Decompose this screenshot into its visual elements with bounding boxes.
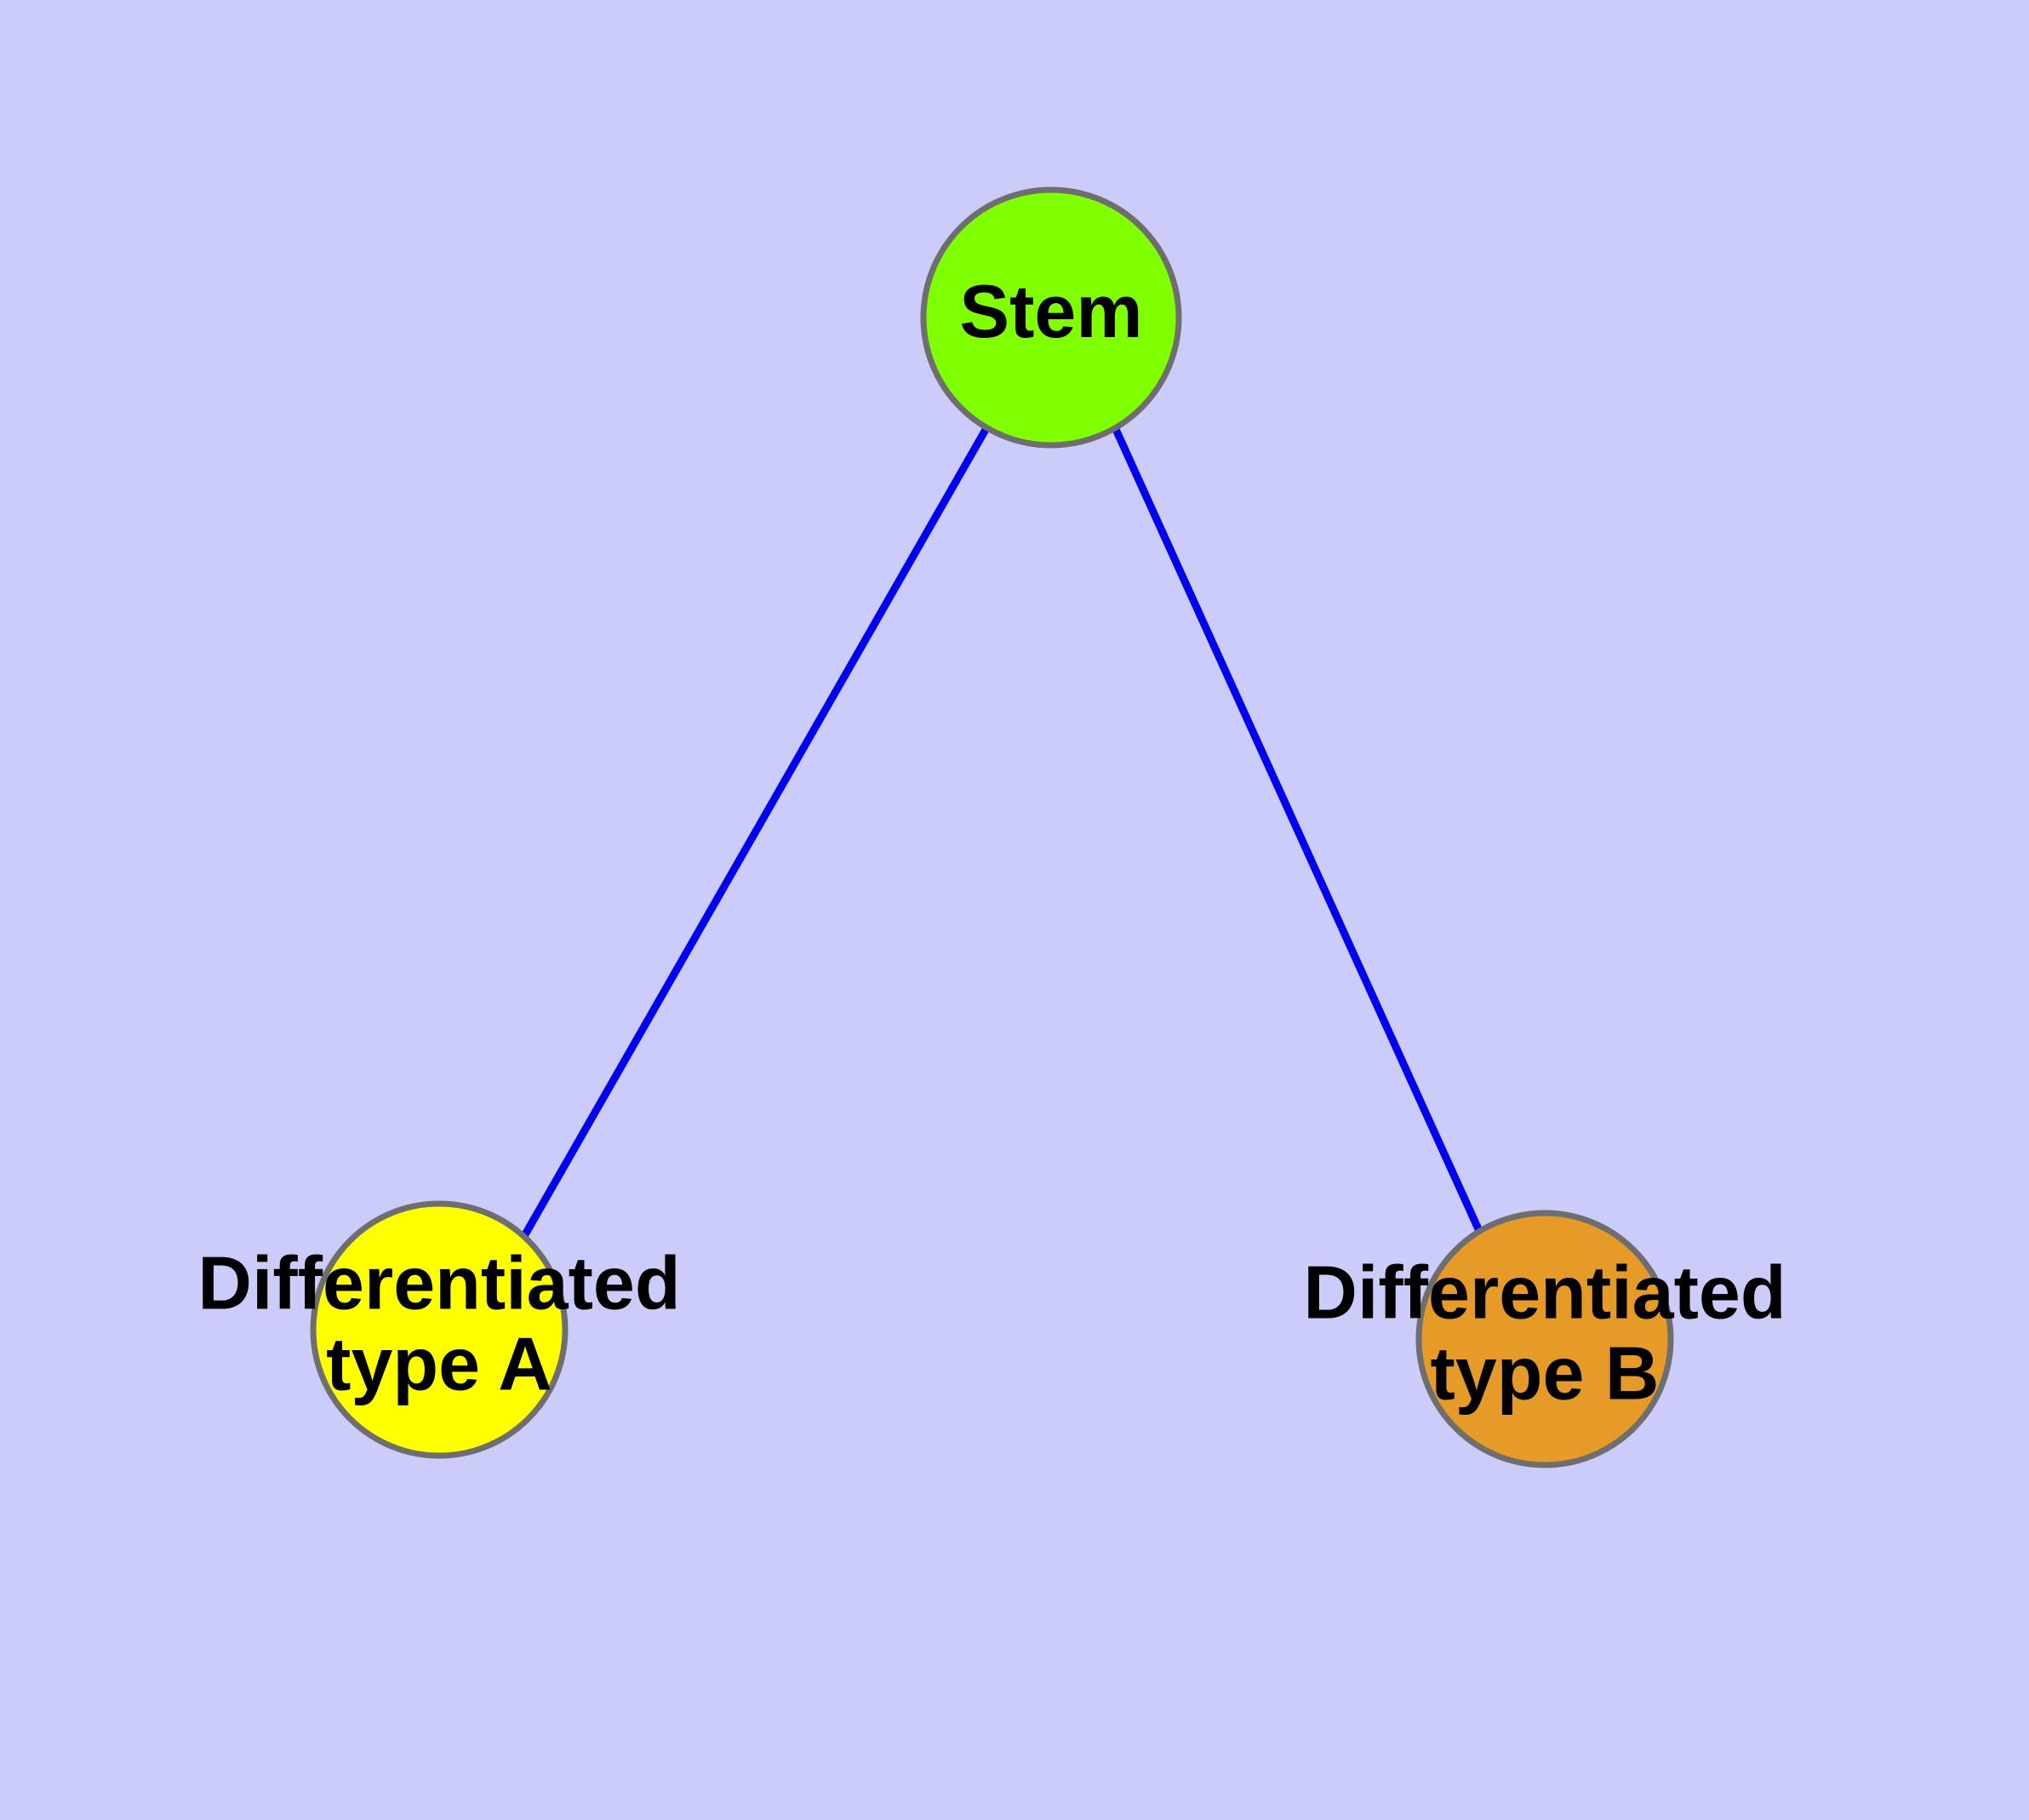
node-stem[interactable] <box>920 186 1182 449</box>
node-label-line: Differentiated <box>1303 1251 1786 1335</box>
node-differentiated-type-a[interactable] <box>310 1200 569 1459</box>
node-label-line: type A <box>326 1322 552 1406</box>
node-label-line: Differentiated <box>197 1241 680 1325</box>
node-label-line: Stem <box>959 269 1142 353</box>
edge-stem-to-differentiated-type-a[interactable] <box>521 426 990 1239</box>
node-label-line: type B <box>1431 1331 1660 1416</box>
edge-stem-to-differentiated-type-b[interactable] <box>1111 426 1483 1233</box>
node-differentiated-type-b[interactable] <box>1415 1210 1674 1468</box>
edges-group <box>521 426 1483 1239</box>
node-stem-label: Stem <box>959 269 1142 353</box>
node-stem-circle[interactable] <box>920 186 1182 449</box>
node-differentiated-type-a-circle[interactable] <box>310 1200 569 1459</box>
nodes-group <box>310 186 1674 1468</box>
node-differentiated-type-b-circle[interactable] <box>1415 1210 1674 1468</box>
